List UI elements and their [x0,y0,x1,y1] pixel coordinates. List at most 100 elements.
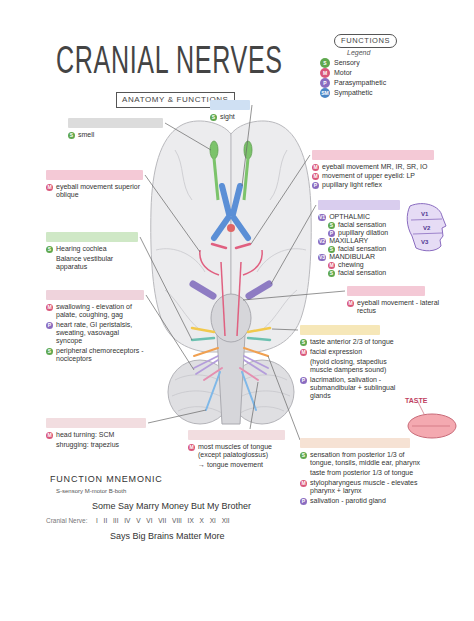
legend-letter: P [320,78,330,88]
hypoglossal-nerve [204,368,258,380]
trochlear-nerve [200,250,262,275]
function-badge: V2 [318,238,326,245]
label-text: Cranial Nerve: [46,517,88,526]
gyri-lines [257,249,306,272]
text-row: Mmovement of upper eyelid: LP [312,172,434,180]
function-text: stylopharyngeus muscle - elevates pharyn… [310,479,425,495]
brainstem [211,294,251,424]
function-badge: S [328,222,335,229]
function-text: eyeball movement superior oblique [56,183,143,199]
function-badge: M [188,444,195,451]
glossopharyngeal-nerve [194,348,268,356]
function-text: facial sensation [338,221,404,229]
function-badge: M [312,164,319,171]
function-text: swallowing - elevation of palate, coughi… [56,303,144,319]
name-highlight-bar [188,430,285,440]
gyri-lines [175,150,192,200]
label-text: I II III IV V VI VII VIII IX X XI XII [96,517,230,526]
name-highlight-bar [46,170,143,180]
text-row: Ssensation from posterior 1/3 of tongue,… [300,451,425,467]
label-text: TASTE [405,396,427,405]
function-badge: S [46,348,53,355]
text-row: Meyeball movement - lateral rectus [347,299,442,315]
trigeminal-nerve [193,284,213,296]
label-text: V1 [421,210,428,218]
function-text: salivation - parotid gland [310,497,425,505]
text-row: taste from posterior 1/3 of tongue [300,469,425,477]
label-text: V3 [421,238,428,246]
text-row: V1OPTHALMIC [318,213,404,221]
face-figure [411,219,442,220]
optic-nerve [222,186,229,214]
function-badge: S [328,246,335,253]
leader-lines [146,295,194,370]
function-text: pupillary light reflex [322,181,434,189]
abducens-nerve [221,262,225,336]
function-badge: S [328,270,335,277]
brainstem [211,294,251,342]
gyri-lines [165,290,200,330]
text-row: SHearing cochlea [46,245,138,253]
function-badge: P [300,377,307,384]
function-badge: P [328,230,335,237]
olfactory-nerve [214,158,218,200]
nerve-function-note: SHearing cochleaBalance vestibular appar… [46,232,138,273]
function-badge: M [46,432,53,439]
pituitary [227,224,235,232]
facial-nerve [248,328,270,332]
function-text: facial expression [310,348,400,356]
legend-letter: SM [320,88,330,98]
function-badge: V1 [318,214,326,221]
name-highlight-bar [312,150,434,160]
text-row: Sfacial sensation [318,221,404,229]
name-highlight-bar [318,200,400,210]
cerebellum-folia [178,407,222,413]
text-row: Staste anterior 2/3 of tongue [300,338,400,346]
text-row: Mstylopharyngeus muscle - elevates phary… [300,479,425,495]
cerebrum [151,121,311,352]
function-text: sensation from posterior 1/3 of tongue, … [310,451,425,467]
olfactory-nerve [210,141,218,159]
text-row: Sfacial sensation [318,269,404,277]
glossopharyngeal-nerve [244,348,268,356]
text-row: Mchewing [318,261,404,269]
function-text: peripheral chemoreceptors - nociceptors [56,347,144,363]
text-row: Meyeball movement superior oblique [46,183,143,199]
accessory-nerve [206,372,220,410]
accessory-nerve [206,372,256,410]
optic-nerve [233,186,240,214]
cerebellum-folia [240,375,287,382]
legend-text: Parasympathetic [334,78,386,88]
leader-lines [242,105,252,186]
text-row: V2MAXILLARY [318,237,404,245]
gyri-lines [231,136,232,210]
function-text: movement of upper eyelid: LP [322,172,434,180]
function-text: MANDIBULAR [329,253,404,261]
trochlear-nerve [200,250,219,275]
gyri-lines [156,249,205,272]
function-text: taste anterior 2/3 of tongue [310,338,400,346]
function-text: chewing [338,261,404,269]
label-text: Legend [347,48,370,57]
function-badge: S [210,114,217,121]
vagus-nerve [194,356,268,374]
face-figure [413,233,442,234]
text-row: Mfacial expression [300,348,400,356]
cerebellum-folia [238,391,290,398]
name-highlight-bar [300,325,380,335]
text-row: Ssight [210,113,258,121]
legend-text: Sympathetic [334,88,373,98]
gyri-lines [270,150,287,200]
optic-nerve [234,218,248,238]
name-highlight-bar [347,286,425,296]
face-figure [407,204,446,251]
leader-lines [271,205,316,284]
leader-lines [243,291,345,300]
function-badge: M [46,304,53,311]
function-badge: M [347,300,354,307]
optic-nerve [214,186,248,238]
vestibulocochlear-nerve [192,338,270,340]
function-text: OPTHALMIC [329,213,404,221]
text-row: (hyoid closing, stapedius muscle dampens… [300,358,400,374]
cerebellum-folia [172,391,224,398]
